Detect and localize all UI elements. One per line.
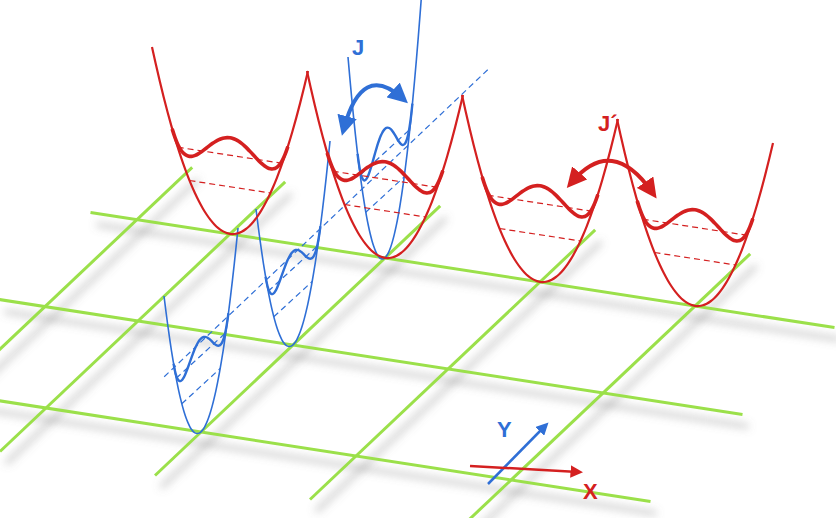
grid-shadow [97, 224, 836, 339]
energy-level [176, 333, 226, 379]
lattice-line [310, 230, 595, 500]
axis-label: Y [497, 418, 512, 442]
axis-arrow [470, 466, 578, 472]
lattice-line [0, 167, 192, 437]
energy-level [499, 229, 580, 241]
lattice-line [0, 299, 743, 414]
double-well-potential [327, 153, 443, 193]
lattice-line [0, 182, 285, 452]
energy-level [654, 253, 735, 265]
coupling-label: J [352, 36, 364, 60]
double-well-potential [174, 313, 229, 381]
energy-level [344, 205, 425, 217]
energy-level [178, 147, 283, 163]
energy-level [268, 246, 318, 292]
lattice-line [465, 254, 750, 518]
axis-label: X [583, 480, 598, 504]
trap-parabola [152, 47, 308, 234]
energy-level [643, 219, 748, 235]
energy-level [182, 368, 220, 403]
energy-level [366, 177, 404, 212]
energy-level [488, 195, 593, 211]
tunnel-arrow [344, 85, 402, 128]
energy-level [189, 181, 270, 193]
grid-shadow [5, 311, 749, 426]
double-well-potential [172, 129, 288, 169]
tunnel-arrow [572, 161, 652, 192]
double-well-potential [482, 177, 598, 217]
lattice-line [155, 206, 440, 476]
energy-level [274, 281, 312, 316]
trap-parabola [462, 95, 618, 282]
energy-level [333, 171, 438, 187]
trap-parabola [617, 119, 773, 306]
trap-parabola [164, 228, 238, 434]
double-well-potential [637, 201, 753, 241]
trap-parabola [256, 141, 330, 347]
axis-arrow [488, 426, 545, 484]
trap-parabola [348, 0, 422, 259]
trap-parabola [307, 71, 463, 258]
coupling-label: J´ [598, 112, 618, 136]
